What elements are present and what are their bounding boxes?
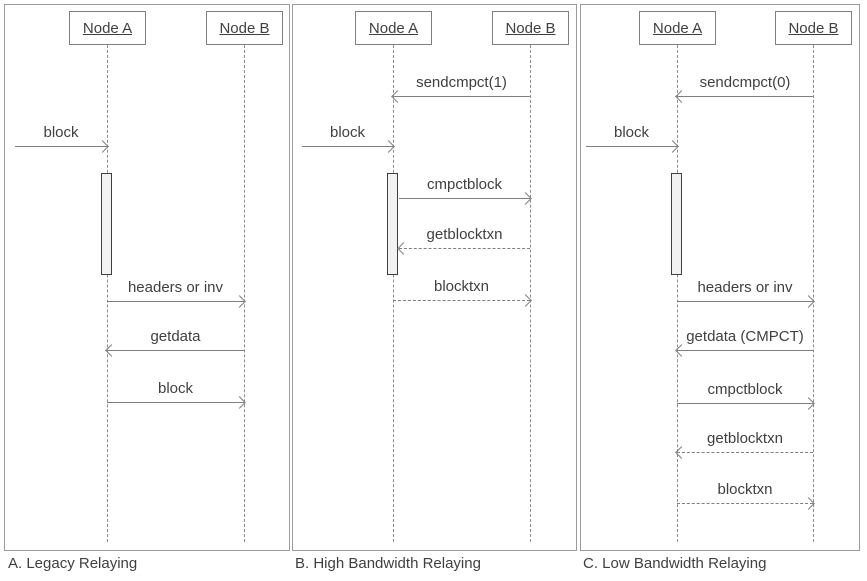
message-line — [677, 295, 815, 308]
message-getdata: getdata — [105, 328, 244, 357]
message-line — [586, 140, 679, 153]
message-headers-or-inv: headers or inv — [677, 279, 815, 308]
message-line — [675, 90, 813, 103]
message-label: getdata — [150, 328, 201, 345]
message-label: headers or inv — [127, 279, 224, 296]
message-line — [675, 446, 813, 459]
message-block: block — [107, 380, 246, 409]
message-label: block — [157, 380, 194, 397]
message-line — [107, 396, 246, 409]
caption-low-bandwidth-relaying: C. Low Bandwidth Relaying — [583, 555, 767, 572]
panel-b-activation-bar — [387, 173, 398, 275]
message-line — [675, 344, 813, 357]
message-label: cmpctblock — [707, 381, 783, 398]
panel-b-node-a-label: Node A — [368, 19, 419, 37]
panel-b-node-a-box: Node A — [355, 11, 432, 45]
panel-legacy-relaying — [4, 4, 290, 551]
panel-c-node-a-box: Node A — [639, 11, 716, 45]
message-line — [302, 140, 395, 153]
message-cmpctblock: cmpctblock — [677, 381, 815, 410]
caption-high-bandwidth-relaying: B. High Bandwidth Relaying — [295, 555, 481, 572]
panel-a-node-a-label: Node A — [82, 19, 133, 37]
panel-c-node-b-box: Node B — [775, 11, 852, 45]
message-label: block — [329, 124, 366, 141]
panel-b-node-b-lifeline — [530, 45, 531, 542]
message-label: sendcmpct(0) — [699, 74, 791, 91]
message-line — [399, 192, 532, 205]
message-blocktxn: blocktxn — [393, 278, 532, 307]
message-line — [393, 294, 532, 307]
message-line — [107, 295, 246, 308]
message-headers-or-inv: headers or inv — [107, 279, 246, 308]
panel-c-node-b-label: Node B — [788, 19, 839, 37]
panel-a-activation-bar — [101, 173, 112, 275]
message-cmpctblock: cmpctblock — [399, 176, 532, 205]
message-sendcmpct-0: sendcmpct(0) — [675, 74, 813, 103]
message-line — [105, 344, 244, 357]
message-line — [677, 397, 815, 410]
message-getblocktxn: getblocktxn — [397, 226, 530, 255]
panel-a-node-a-box: Node A — [69, 11, 146, 45]
panel-high-bandwidth-relaying — [292, 4, 577, 551]
message-label: getblocktxn — [426, 226, 503, 243]
panel-c-activation-bar — [671, 173, 682, 275]
message-block-incoming: block — [586, 124, 679, 153]
message-label: blocktxn — [717, 481, 773, 498]
message-label: headers or inv — [697, 279, 793, 296]
message-getdata-cmpct: getdata (CMPCT) — [675, 328, 813, 357]
panel-b-node-a-lifeline — [393, 45, 394, 542]
panel-c-node-b-lifeline — [813, 45, 814, 542]
message-label: getdata (CMPCT) — [686, 328, 804, 345]
panel-c-node-a-lifeline — [677, 45, 678, 542]
message-line — [677, 497, 815, 510]
message-sendcmpct-1: sendcmpct(1) — [391, 74, 530, 103]
message-blocktxn: blocktxn — [677, 481, 815, 510]
panel-b-node-b-label: Node B — [505, 19, 556, 37]
message-label: blocktxn — [433, 278, 490, 295]
panel-a-node-a-lifeline — [107, 45, 108, 542]
message-label: sendcmpct(1) — [416, 74, 507, 91]
message-line — [15, 140, 109, 153]
message-line — [397, 242, 530, 255]
message-label: cmpctblock — [426, 176, 503, 193]
caption-legacy-relaying: A. Legacy Relaying — [8, 555, 138, 572]
panel-c-node-a-label: Node A — [652, 19, 703, 37]
panel-a-node-b-label: Node B — [219, 19, 270, 37]
panel-a-node-b-box: Node B — [206, 11, 283, 45]
message-block-incoming: block — [15, 124, 109, 153]
message-label: getblocktxn — [707, 430, 783, 447]
message-block-incoming: block — [302, 124, 395, 153]
message-line — [391, 90, 530, 103]
panel-b-node-b-box: Node B — [492, 11, 569, 45]
message-label: block — [43, 124, 79, 141]
panel-a-node-b-lifeline — [244, 45, 245, 542]
message-label: block — [613, 124, 650, 141]
message-getblocktxn: getblocktxn — [675, 430, 813, 459]
